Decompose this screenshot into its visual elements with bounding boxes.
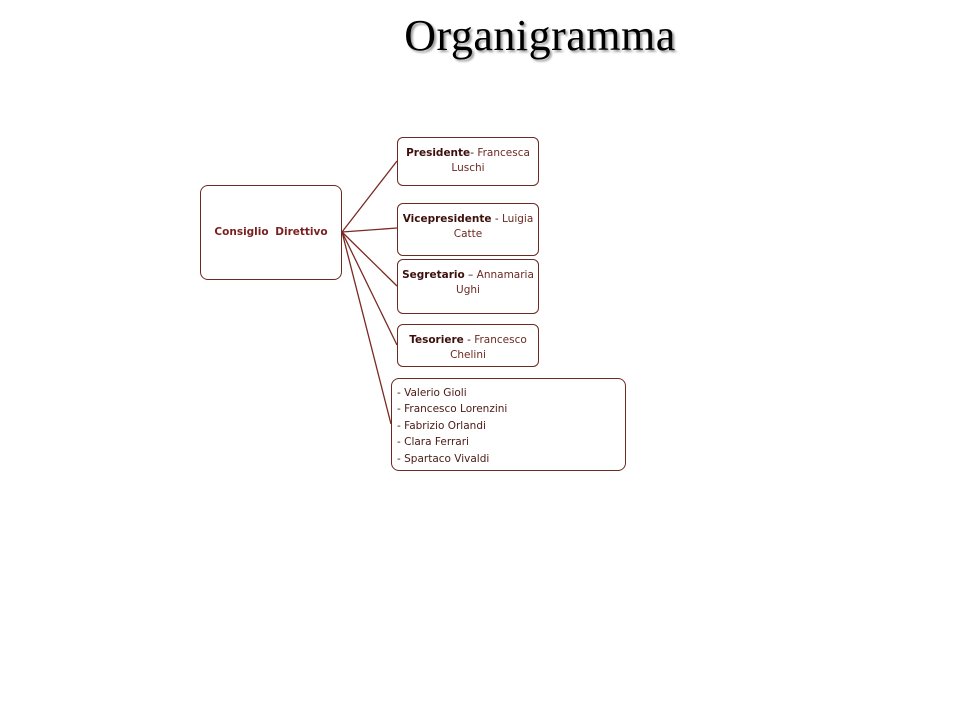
members-list: - Valerio Gioli - Francesco Lorenzini - … bbox=[397, 385, 621, 467]
connector-tesoriere bbox=[341, 231, 398, 346]
role-person-name: Luigia Catte bbox=[453, 213, 534, 240]
role-separator: - bbox=[491, 213, 502, 225]
role-separator: - bbox=[463, 334, 475, 346]
role-title: Tesoriere bbox=[409, 334, 464, 346]
role-title: Segretario bbox=[402, 269, 465, 281]
role-separator: - bbox=[470, 147, 478, 159]
role-separator: – bbox=[464, 269, 477, 281]
role-node-segretario: Segretario – Annamaria Ughi bbox=[397, 259, 539, 314]
connector-members bbox=[341, 231, 392, 425]
role-person-name: Francesco Chelini bbox=[450, 334, 527, 361]
page-title: Organigramma bbox=[404, 11, 676, 60]
member-item: - Francesco Lorenzini bbox=[397, 403, 508, 416]
root-node-consiglio-direttivo: Consiglio Direttivo bbox=[200, 185, 342, 280]
member-item: - Spartaco Vivaldi bbox=[397, 452, 490, 465]
member-item: - Valerio Gioli bbox=[397, 387, 467, 399]
role-title: Presidente bbox=[406, 147, 471, 159]
role-node-vicepresidente: Vicepresidente - Luigia Catte bbox=[397, 203, 539, 256]
role-person-name: Francesca Luschi bbox=[451, 147, 530, 174]
connector-segretario bbox=[341, 231, 398, 287]
role-node-presidente: Presidente- Francesca Luschi bbox=[397, 137, 539, 186]
member-item: - Fabrizio Orlandi bbox=[397, 419, 486, 432]
role-node-tesoriere: Tesoriere - Francesco Chelini bbox=[397, 324, 539, 367]
members-node: - Valerio Gioli - Francesco Lorenzini - … bbox=[391, 378, 626, 471]
role-person-name: Annamaria Ughi bbox=[456, 269, 534, 296]
connector-presidente bbox=[341, 160, 398, 233]
member-item: - Clara Ferrari bbox=[397, 436, 469, 449]
root-node-label: Consiglio Direttivo bbox=[214, 226, 328, 238]
role-title: Vicepresidente bbox=[402, 213, 492, 225]
connector-vicepresidente bbox=[341, 227, 398, 233]
